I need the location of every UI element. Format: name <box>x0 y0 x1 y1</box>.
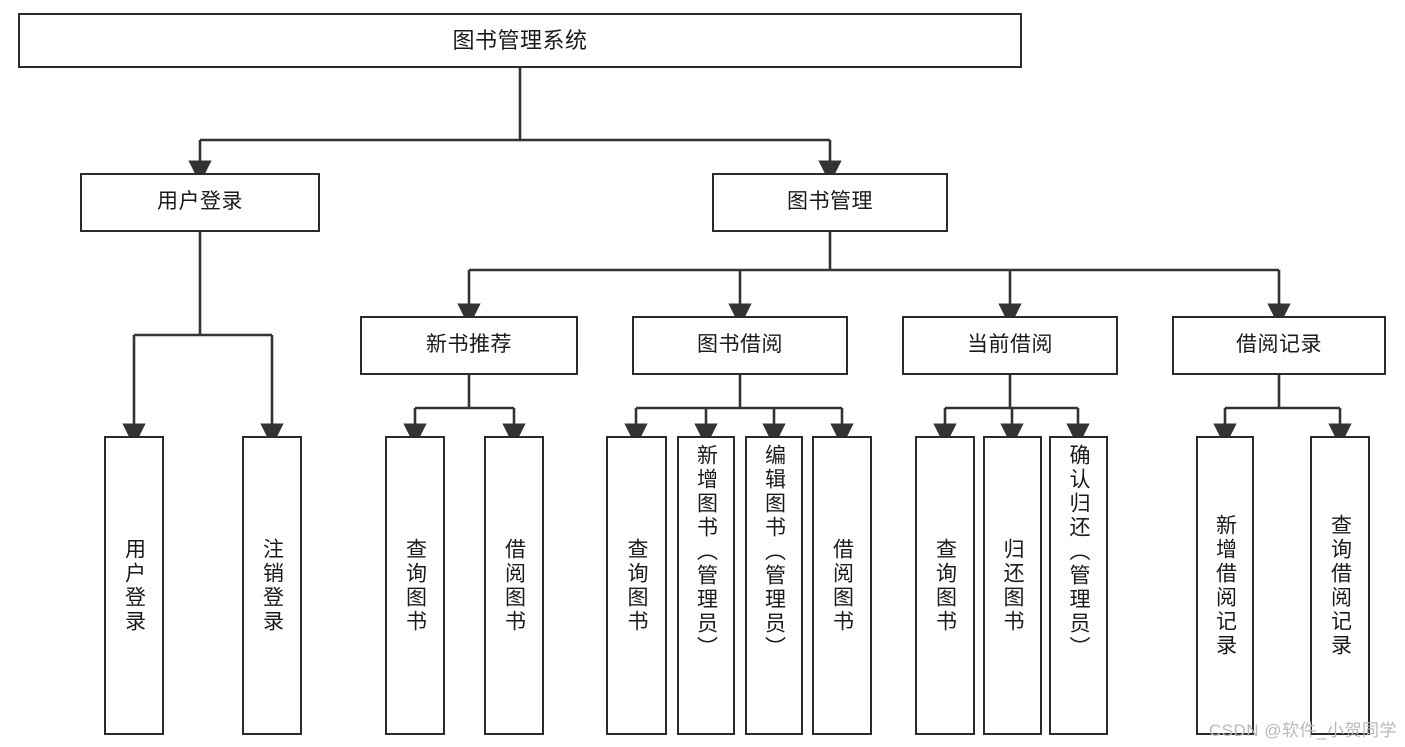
leaf-logout[interactable]: 注销登录 <box>242 436 302 735</box>
node-borrow-record[interactable]: 借阅记录 <box>1172 316 1386 375</box>
leaf-borrow-book-label: 借阅图书 <box>830 537 854 634</box>
node-book-management-label: 图书管理 <box>787 190 873 214</box>
csdn-watermark: CSDN @软件_小贺同学 <box>1208 721 1397 740</box>
leaf-edit-book-admin-label: 编辑图书（管理员） <box>762 444 786 660</box>
node-user-login[interactable]: 用户登录 <box>80 173 320 232</box>
node-current-borrow-label: 当前借阅 <box>967 333 1053 357</box>
leaf-borrow-book-recommend-label: 借阅图书 <box>502 537 526 634</box>
node-new-book-recommend[interactable]: 新书推荐 <box>360 316 578 375</box>
leaf-user-login[interactable]: 用户登录 <box>104 436 164 735</box>
leaf-query-book-recommend-label: 查询图书 <box>403 537 427 634</box>
leaf-borrow-book-recommend[interactable]: 借阅图书 <box>484 436 544 735</box>
leaf-add-borrow-record-label: 新增借阅记录 <box>1213 513 1237 658</box>
node-root-label: 图书管理系统 <box>452 27 588 53</box>
node-current-borrow[interactable]: 当前借阅 <box>902 316 1118 375</box>
node-book-borrow[interactable]: 图书借阅 <box>632 316 848 375</box>
leaf-add-book-admin[interactable]: 新增图书（管理员） <box>677 436 735 735</box>
leaf-logout-label: 注销登录 <box>260 537 284 634</box>
leaf-query-book-current-label: 查询图书 <box>933 537 957 634</box>
leaf-query-book-recommend[interactable]: 查询图书 <box>385 436 445 735</box>
node-book-management[interactable]: 图书管理 <box>712 173 948 232</box>
leaf-query-borrow-record[interactable]: 查询借阅记录 <box>1310 436 1370 735</box>
leaf-confirm-return-admin[interactable]: 确认归还（管理员） <box>1049 436 1108 735</box>
node-root[interactable]: 图书管理系统 <box>18 13 1022 68</box>
leaf-query-borrow-record-label: 查询借阅记录 <box>1328 513 1352 658</box>
leaf-add-borrow-record[interactable]: 新增借阅记录 <box>1196 436 1254 735</box>
node-user-login-label: 用户登录 <box>157 190 243 214</box>
leaf-user-login-label: 用户登录 <box>122 537 146 634</box>
node-new-book-recommend-label: 新书推荐 <box>426 333 512 357</box>
leaf-add-book-admin-label: 新增图书（管理员） <box>694 444 718 660</box>
leaf-borrow-book[interactable]: 借阅图书 <box>812 436 872 735</box>
node-borrow-record-label: 借阅记录 <box>1236 333 1322 357</box>
leaf-edit-book-admin[interactable]: 编辑图书（管理员） <box>745 436 803 735</box>
leaf-return-book-label: 归还图书 <box>1001 537 1024 634</box>
leaf-query-book-current[interactable]: 查询图书 <box>915 436 975 735</box>
leaf-confirm-return-admin-label: 确认归还（管理员） <box>1067 444 1090 660</box>
leaf-query-book-borrow[interactable]: 查询图书 <box>606 436 667 735</box>
leaf-query-book-borrow-label: 查询图书 <box>625 537 648 634</box>
leaf-return-book[interactable]: 归还图书 <box>983 436 1042 735</box>
node-book-borrow-label: 图书借阅 <box>697 333 783 357</box>
